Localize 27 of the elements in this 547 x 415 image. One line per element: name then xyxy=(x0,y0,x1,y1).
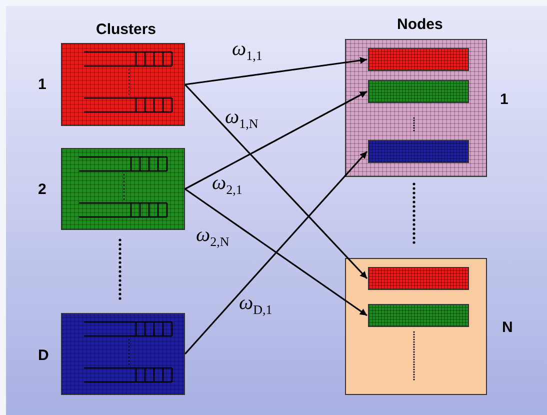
column-heading: Clusters xyxy=(96,21,156,38)
index-label: D xyxy=(38,347,49,364)
edge-label: ω$_{1,1}$ xyxy=(232,38,262,64)
bucket-bar xyxy=(368,304,468,326)
column-heading: Nodes xyxy=(397,16,443,33)
edge-label: ω$_{2,N}$ xyxy=(196,224,230,250)
index-label: 2 xyxy=(38,181,46,198)
bucket-bar xyxy=(368,80,468,102)
index-label: 1 xyxy=(38,76,46,93)
node-box xyxy=(345,39,487,177)
bucket-bar xyxy=(368,266,468,290)
arrow xyxy=(184,150,368,355)
index-label: 1 xyxy=(500,91,508,108)
cluster-box xyxy=(61,148,185,230)
edge-label: ω$_{2,1}$ xyxy=(212,172,242,198)
node-box xyxy=(345,258,487,395)
bucket-bar xyxy=(368,140,468,162)
arrow xyxy=(184,84,368,280)
cluster-box xyxy=(61,43,185,126)
arrow xyxy=(184,56,368,86)
index-label: N xyxy=(502,319,513,336)
edge-label: ω$_{D,1}$ xyxy=(239,292,272,318)
bucket-bar xyxy=(368,48,468,70)
arrow xyxy=(184,90,368,190)
edge-label: ω$_{1,N}$ xyxy=(225,106,258,132)
cluster-box xyxy=(61,313,185,395)
arrow xyxy=(184,188,368,316)
